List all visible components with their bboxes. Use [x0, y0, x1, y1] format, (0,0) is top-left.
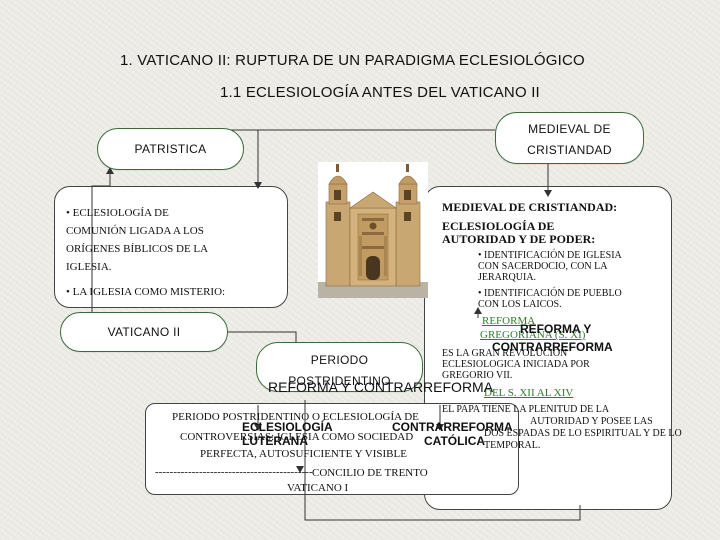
patristica-point-2: • LA IGLESIA COMO MISTERIO:	[66, 286, 226, 298]
vaticano-i: VATICANO I	[287, 482, 349, 494]
medieval-bullet-1-line3: JERARQUIA.	[478, 272, 537, 283]
reforma-gregoriana-link-line2[interactable]: GREGORIANA (S. XI)	[480, 329, 586, 341]
papa-line4: TEMPORAL.	[484, 440, 541, 451]
patristica-point-1-line1: • ECLESIOLOGÍA DE	[66, 207, 169, 219]
divider-dashes: ----------------------------------------…	[155, 466, 313, 478]
patristica-label: PATRISTICA	[134, 142, 207, 156]
patristica-node: PATRISTICA	[97, 128, 244, 170]
patristica-point-1-line2: COMUNIÓN LIGADA A LOS	[66, 225, 204, 237]
papa-line2: AUTORIDAD Y POSEE LAS	[530, 416, 653, 427]
papa-line1: EL PAPA TIENE LA PLENITUD DE LA	[442, 404, 610, 415]
eclesiologia-luterana-line1: ECLESIOLOGÍA	[242, 420, 333, 434]
eclesiologia-luterana-line2: LUTERANA	[242, 434, 308, 448]
postridentino-line1: PERIODO POSTRIDENTINO O ECLESIOLOGÍA DE	[172, 411, 419, 423]
reforma-panel	[145, 403, 519, 495]
slide-subtitle: 1.1 ECLESIOLOGÍA ANTES DEL VATICANO II	[220, 84, 540, 101]
medieval-bullet-1-line2: CON SACERDOCIO, CON LA	[478, 261, 608, 272]
slide-title: 1. VATICANO II: RUPTURA DE UN PARADIGMA …	[120, 52, 585, 69]
revolucion-line2: ECLESIOLOGICA INICIADA POR	[442, 359, 590, 370]
reforma-gregoriana-link-line1[interactable]: REFORMA	[482, 315, 536, 327]
patristica-point-1-line3: ORÍGENES BÍBLICOS DE LA	[66, 243, 209, 255]
medieval-bullet-1-line1: • IDENTIFICACIÓN DE IGLESIA	[478, 250, 622, 261]
vaticano-ii-node: VATICANO II	[60, 312, 228, 352]
arrow-to-patristica	[91, 167, 114, 316]
contrarreforma-catolica-line1: CONTRARREFORMA	[392, 420, 513, 434]
postridentino-line3: PERFECTA, AUTOSUFICIENTE Y VISIBLE	[200, 448, 407, 460]
reforma-contrarreforma-heading: REFORMA Y CONTRARREFORMA	[268, 379, 494, 395]
medieval-subheading-line1: ECLESIOLOGÍA DE	[442, 219, 555, 233]
church-image	[318, 162, 428, 298]
revolucion-line1: ES LA GRAN REVOLUCIÓN	[442, 348, 568, 359]
revolucion-line3: GREGORIO VII.	[442, 370, 513, 381]
contrarreforma-label: CONTRARREFORMA	[492, 340, 613, 354]
siglos-link[interactable]: DEL S. XII AL XIV	[484, 387, 574, 399]
medieval-subheading-line2: AUTORIDAD Y DE PODER:	[442, 232, 596, 246]
periodo-label-line1: PERIODO	[310, 353, 369, 367]
patristica-panel	[54, 186, 288, 308]
vaticano-ii-label: VATICANO II	[107, 325, 181, 339]
medieval-node: MEDIEVAL DE CRISTIANDAD	[495, 112, 644, 164]
contrarreforma-catolica-line2: CATÓLICA	[424, 434, 486, 448]
medieval-label-line2: CRISTIANDAD	[527, 143, 612, 157]
periodo-label-line2: POSTRIDENTINO	[288, 374, 391, 388]
concilio-trento: CONCILIO DE TRENTO	[312, 467, 428, 479]
line-bottom-loop	[304, 400, 581, 521]
patristica-point-1-line4: IGLESIA.	[66, 261, 112, 273]
line-vaticano-periodo	[226, 331, 297, 342]
reforma-y-label: REFORMA Y	[520, 322, 592, 336]
medieval-bullet-2-line1: • IDENTIFICACIÓN DE PUEBLO	[478, 288, 622, 299]
postridentino-line2: CONTROVERSIAS: IGLESIA COMO SOCIEDAD	[180, 431, 414, 443]
periodo-node: PERIODO POSTRIDENTINO	[256, 342, 423, 392]
medieval-bullet-2-line2: CON LOS LAICOS.	[478, 299, 562, 310]
papa-line3: DOS ESPADAS DE LO ESPIRITUAL Y DE LO	[484, 428, 682, 439]
medieval-label-line1: MEDIEVAL DE	[528, 122, 611, 136]
medieval-heading: MEDIEVAL DE CRISTIANDAD:	[442, 200, 618, 214]
